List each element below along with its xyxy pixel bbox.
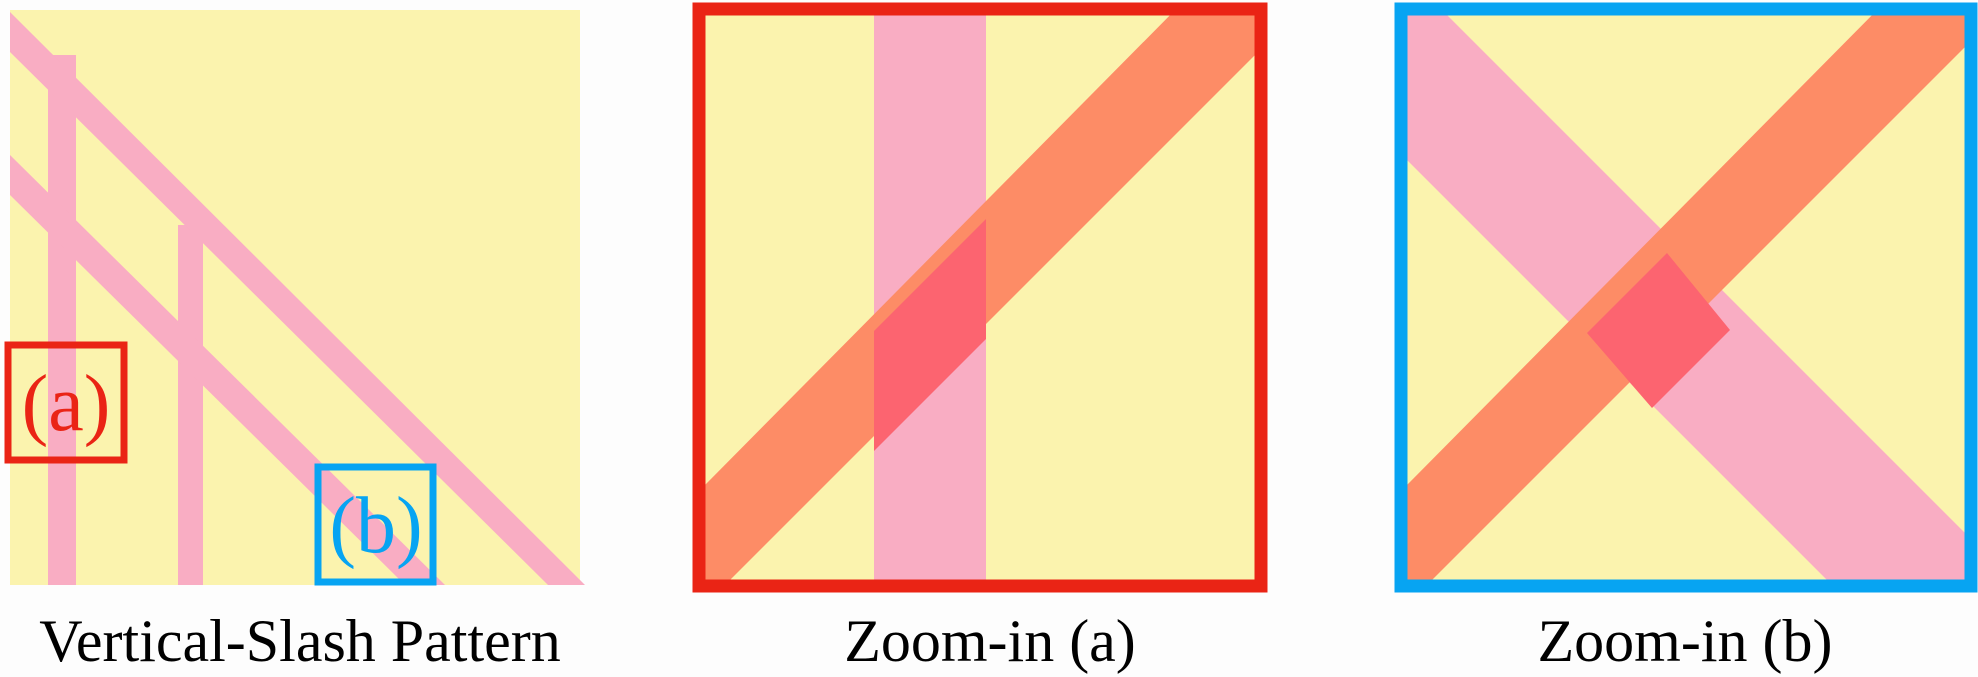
vertical-slash-pattern-panel: (a) (b) — [4, 10, 585, 586]
vertical-stripe-1 — [48, 55, 76, 585]
secondary-diagonal-stripe — [10, 155, 445, 585]
zoom-a-frame — [692, 2, 1268, 593]
zoom-a-overlap — [874, 219, 986, 451]
zoom-in-b-panel — [1394, 2, 1978, 593]
zoom-in-a-panel — [692, 2, 1268, 593]
marker-box-b — [314, 463, 437, 586]
zoom-b-frame — [1394, 2, 1978, 593]
main-diagonal-stripe — [10, 12, 585, 585]
caption-zoom-in-a: Zoom-in (a) — [844, 608, 1136, 674]
marker-label-b: (b) — [329, 482, 422, 570]
caption-zoom-in-b: Zoom-in (b) — [1537, 608, 1833, 674]
zoom-b-overlap — [1587, 253, 1730, 408]
marker-label-a: (a) — [22, 360, 111, 448]
marker-box-a — [4, 341, 128, 464]
caption-vertical-slash-pattern: Vertical-Slash Pattern — [39, 608, 561, 674]
vertical-stripe-2 — [178, 225, 203, 585]
